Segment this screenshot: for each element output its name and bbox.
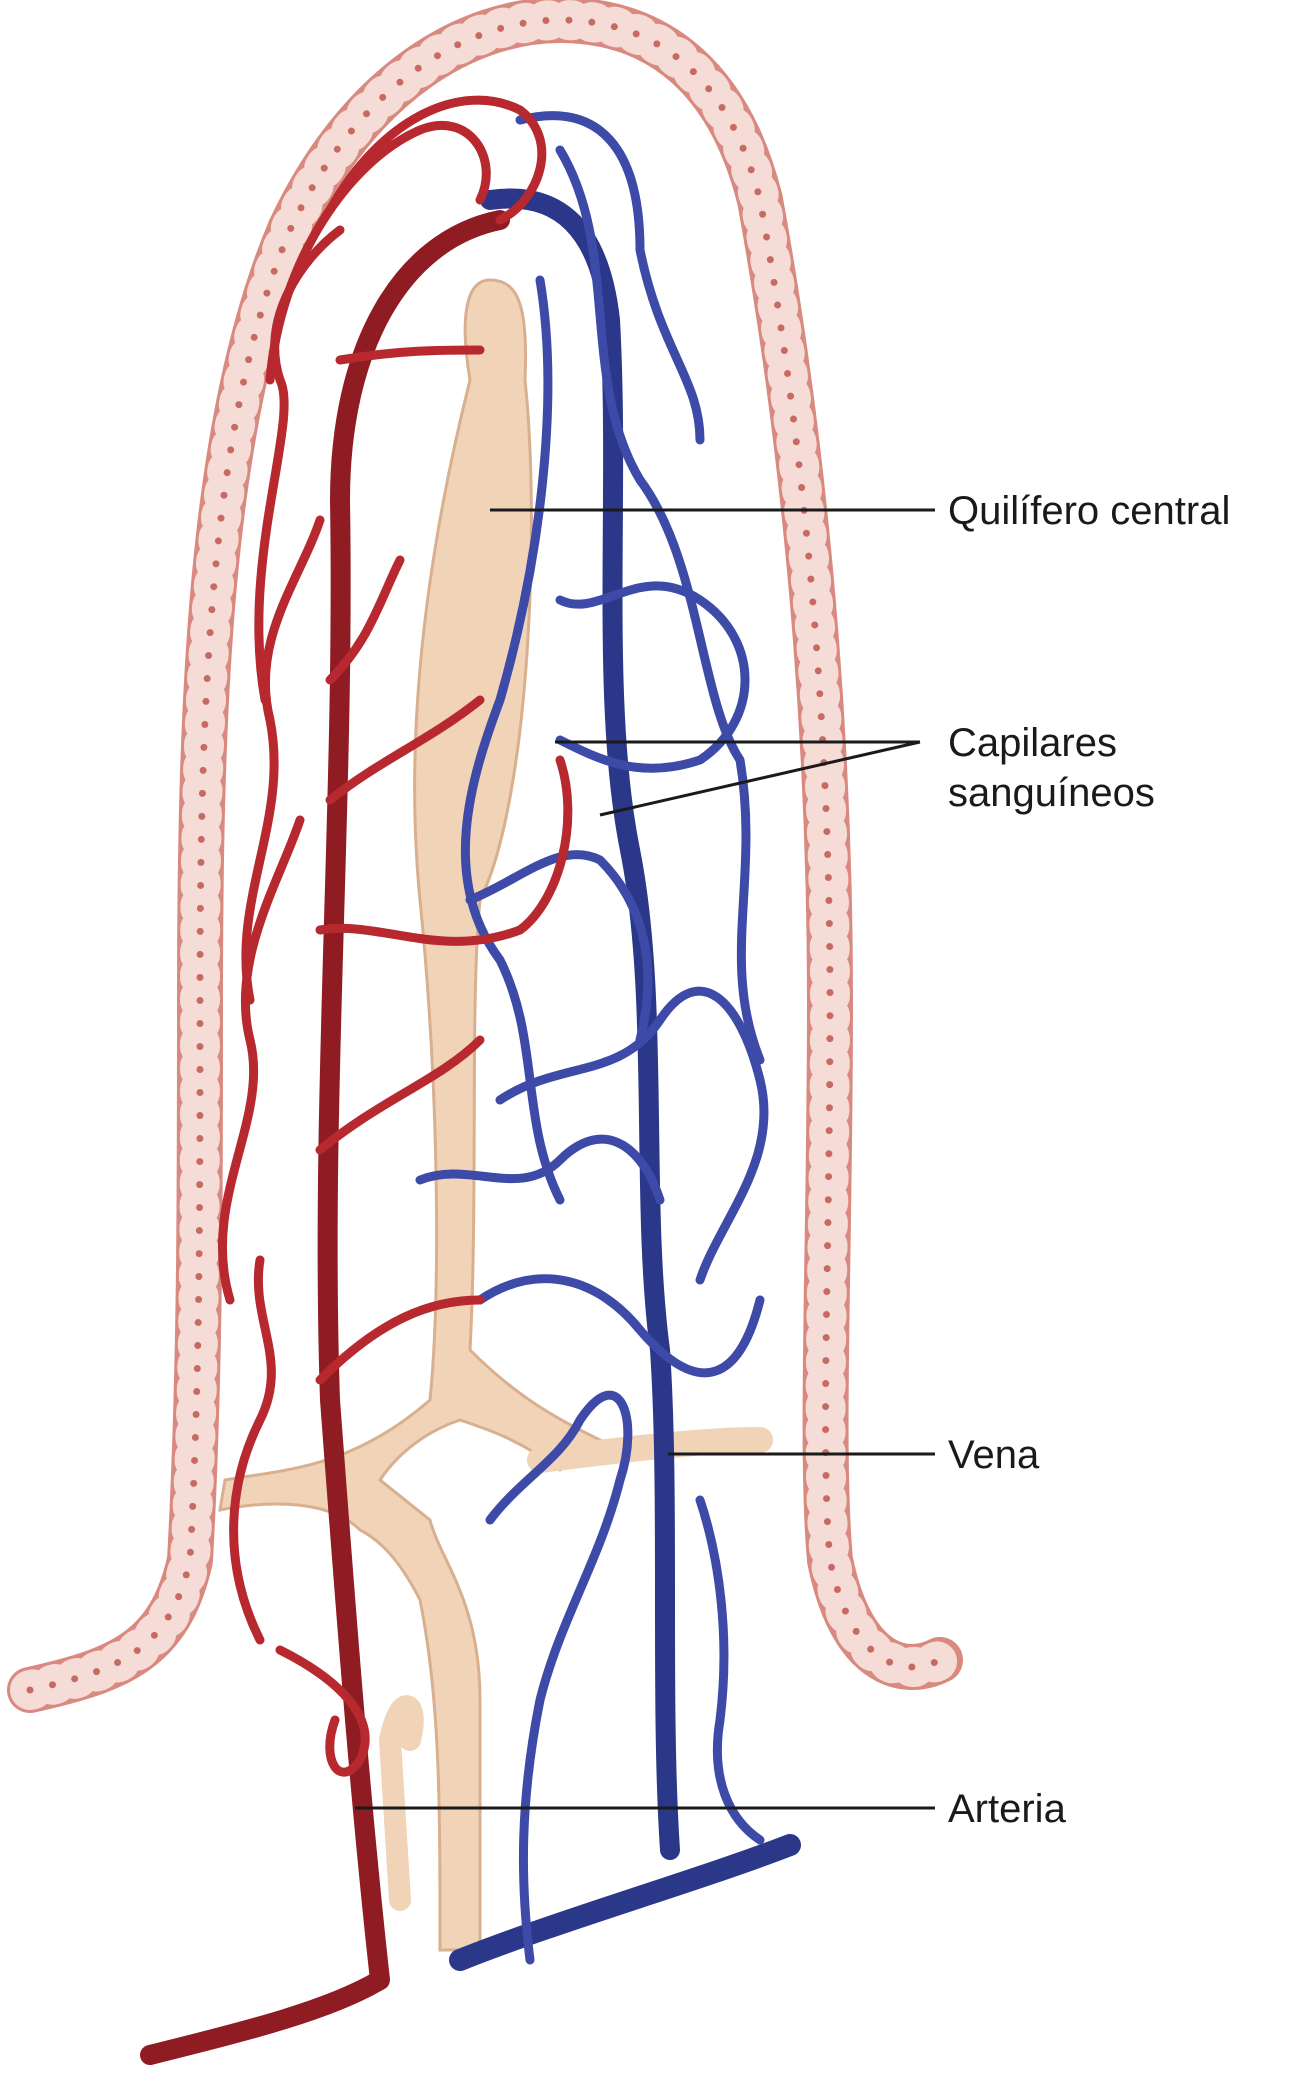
artery-capillary — [222, 820, 300, 1300]
lacteal-lower-branch — [390, 1706, 413, 1900]
label-vein: Vena — [948, 1433, 1040, 1477]
label-artery: Arteria — [948, 1787, 1067, 1831]
figure-labels: Quilífero central Capilares sanguíneos V… — [948, 489, 1230, 1831]
central-lacteal — [220, 280, 760, 1950]
label-central-lacteal: Quilífero central — [948, 489, 1230, 533]
label-blood-capillaries-line2: sanguíneos — [948, 771, 1155, 815]
vein-capillary — [480, 1279, 760, 1373]
leader-blood-capillaries-lower — [600, 742, 920, 815]
vein-capillary — [490, 1395, 628, 1960]
label-blood-capillaries-line1: Capilares — [948, 721, 1117, 765]
lacteal-branch — [540, 1440, 760, 1460]
artery-capillary — [234, 1260, 272, 1640]
vein-capillary — [700, 1500, 760, 1840]
vein-outflow — [460, 1845, 790, 1960]
